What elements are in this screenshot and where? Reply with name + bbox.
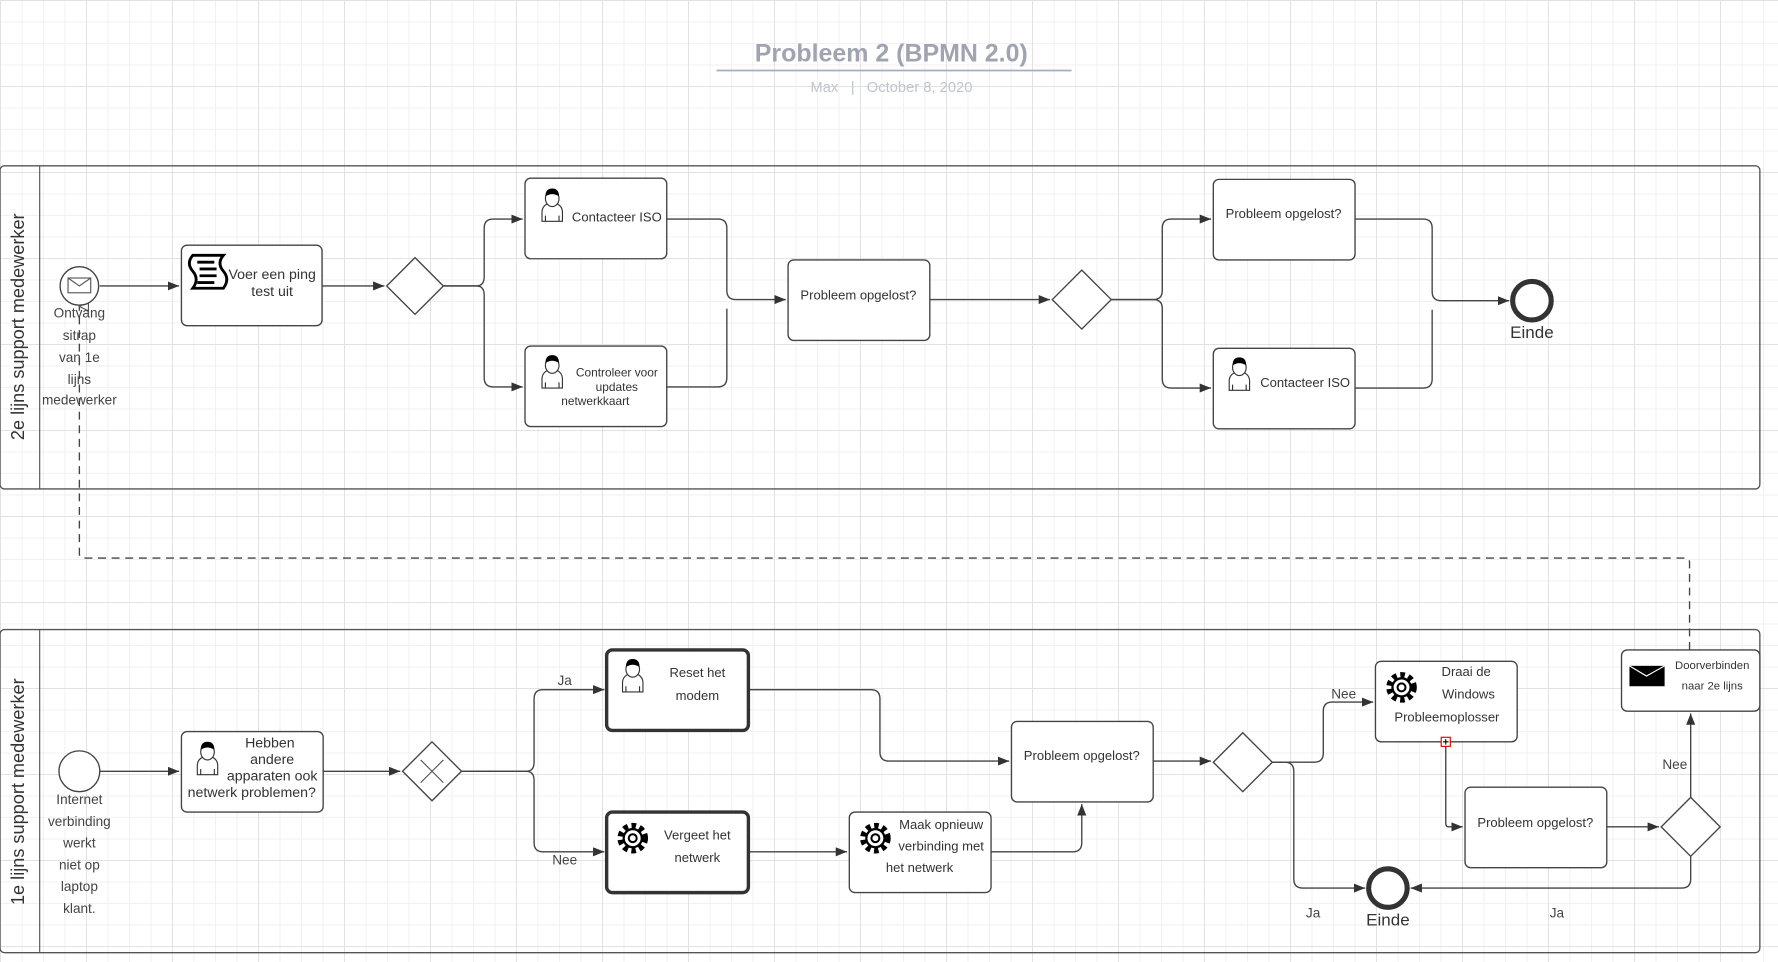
end-event[interactable]: Einde bbox=[1510, 278, 1554, 342]
edge-label-nee: Nee bbox=[1331, 687, 1356, 702]
svg-text:Einde: Einde bbox=[1366, 911, 1409, 930]
svg-text:Probleem opgelost?: Probleem opgelost? bbox=[1226, 206, 1342, 221]
envelope-filled-icon bbox=[1629, 665, 1665, 687]
script-icon bbox=[187, 253, 229, 290]
exclusive-gateway[interactable] bbox=[1051, 269, 1113, 331]
edge-label-nee: Nee bbox=[552, 852, 577, 867]
exclusive-gateway-x[interactable] bbox=[401, 740, 463, 802]
svg-text:Einde: Einde bbox=[1510, 323, 1553, 342]
task-contacteer-iso[interactable]: Contacteer ISO bbox=[524, 177, 668, 260]
task-probleem-opgelost[interactable]: Probleem opgelost? bbox=[1212, 178, 1356, 261]
sequence-flows-bottom bbox=[99, 685, 1696, 893]
edge-label-nee: Nee bbox=[1662, 757, 1687, 772]
svg-text:Probleem opgelost?: Probleem opgelost? bbox=[1024, 748, 1140, 763]
page-title: Probleem 2 (BPMN 2.0) bbox=[755, 39, 1028, 67]
task-probleem-opgelost[interactable]: Probleem opgelost? bbox=[787, 259, 931, 342]
date: October 8, 2020 bbox=[867, 80, 973, 96]
subprocess-marker-icon[interactable] bbox=[1440, 736, 1451, 747]
sequence-flows-top bbox=[99, 214, 1510, 393]
author: Max bbox=[810, 80, 838, 96]
svg-text:Probleem opgelost?: Probleem opgelost? bbox=[1477, 815, 1593, 830]
message-flow[interactable] bbox=[79, 306, 1691, 650]
task-probleem-opgelost[interactable]: Probleem opgelost? bbox=[1464, 786, 1608, 869]
svg-text:Contacteer ISO: Contacteer ISO bbox=[1260, 375, 1350, 390]
svg-text:Contacteer ISO: Contacteer ISO bbox=[572, 209, 662, 224]
exclusive-gateway[interactable] bbox=[385, 256, 445, 316]
pool-1e-lijns[interactable]: 1e lijns support medewerker bbox=[0, 628, 1761, 954]
end-event[interactable]: Einde bbox=[1366, 866, 1410, 930]
edge-label-ja: Ja bbox=[558, 673, 573, 688]
task-contacteer-iso[interactable]: Contacteer ISO bbox=[1212, 347, 1356, 430]
task-probleem-opgelost[interactable]: Probleem opgelost? bbox=[1010, 720, 1154, 803]
lane-label: 1e lijns support medewerker bbox=[8, 678, 28, 905]
edge-label-ja: Ja bbox=[1550, 906, 1565, 921]
lane-label: 2e lijns support medewerker bbox=[8, 213, 28, 440]
exclusive-gateway[interactable] bbox=[1660, 796, 1722, 858]
pool-2e-lijns[interactable]: 2e lijns support medewerker bbox=[0, 165, 1761, 490]
exclusive-gateway[interactable] bbox=[1212, 731, 1274, 793]
separator: | bbox=[851, 80, 855, 96]
edge-label-ja: Ja bbox=[1306, 906, 1321, 921]
svg-text:Probleem opgelost?: Probleem opgelost? bbox=[800, 288, 916, 303]
envelope-icon bbox=[67, 277, 92, 294]
